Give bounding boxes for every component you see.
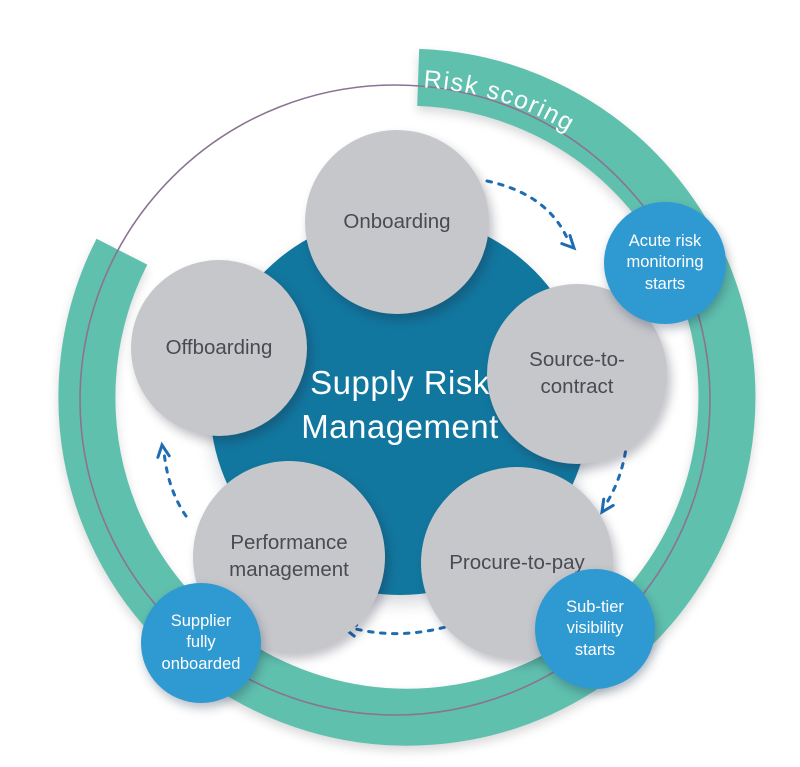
arrow-performance-to-offboarding-icon [156, 441, 188, 518]
stage-onboarding: Onboarding [305, 130, 489, 314]
stage-source-to-contract-label: Source-to- contract [529, 348, 625, 398]
stage-offboarding: Offboarding [131, 260, 307, 436]
diagram-title: Supply Risk Management [301, 364, 499, 445]
milestone-supplier-fully-onboarded: Supplier fully onboarded [141, 583, 261, 703]
milestone-acute-risk-monitoring-label: Acute risk monitoring starts [626, 232, 704, 293]
stage-performance-management: Performance management [193, 461, 385, 653]
arrow-source-to-procure-icon [600, 426, 630, 515]
stage-onboarding-label: Onboarding [343, 209, 451, 233]
milestone-sub-tier-visibility-label: Sub-tier visibility starts [566, 598, 624, 659]
milestone-acute-risk-monitoring: Acute risk monitoring starts [604, 202, 726, 324]
thin-accent-circle [79, 84, 711, 716]
milestone-supplier-fully-onboarded-label: Supplier fully onboarded [161, 612, 241, 673]
arrow-onboarding-to-source-icon [485, 179, 577, 251]
milestone-sub-tier-visibility: Sub-tier visibility starts [535, 569, 655, 689]
stage-offboarding-label: Offboarding [165, 335, 273, 359]
arrow-procure-to-performance-icon [340, 622, 458, 638]
stage-procure-to-pay-label: Procure-to-pay [449, 550, 585, 574]
stage-performance-management-label: Performance management [229, 531, 349, 581]
